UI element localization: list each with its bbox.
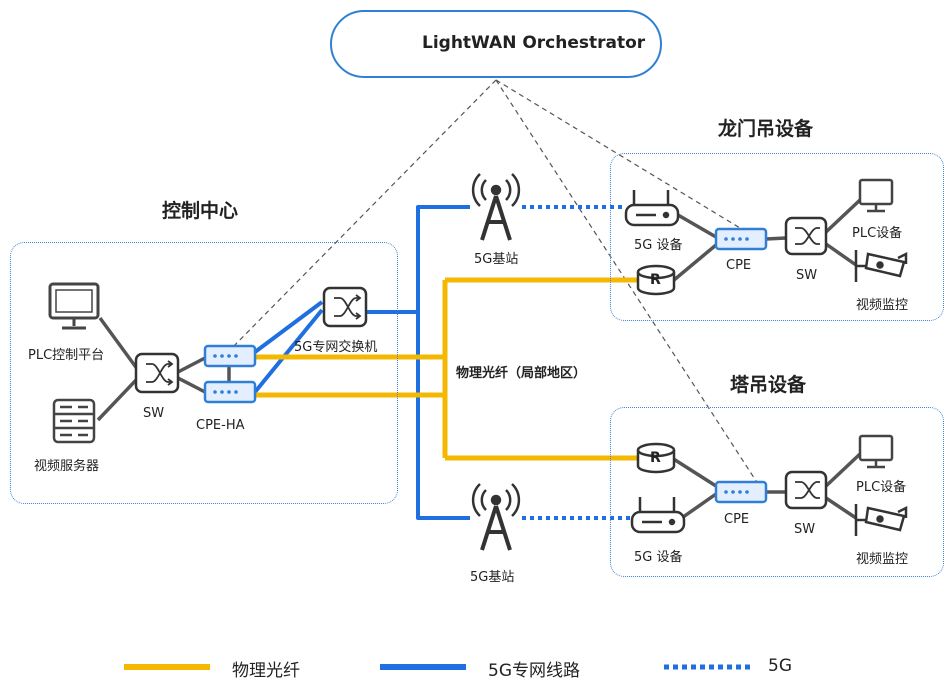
cpe-icon — [203, 344, 257, 368]
camera-icon — [854, 504, 908, 536]
legend-wireless-label: 5G — [768, 656, 792, 676]
orchestrator-box[interactable]: LightWAN Orchestrator — [330, 10, 662, 78]
monitor-icon — [48, 282, 100, 330]
fiber-lines — [255, 277, 638, 461]
gantry-router-label: R — [650, 272, 661, 288]
cpe-ha-label: CPE-HA — [196, 418, 245, 433]
wireless-5g-lines — [522, 205, 630, 520]
switch-icon — [322, 286, 368, 328]
gantry-crane-region — [610, 153, 944, 321]
base-station-bottom-label: 5G基站 — [470, 570, 515, 585]
router-icon — [636, 264, 676, 296]
tower-plc-label: PLC设备 — [856, 480, 907, 495]
control-center-title: 控制中心 — [162, 200, 239, 222]
base-station-top-label: 5G基站 — [474, 252, 519, 267]
tower-video-label: 视频监控 — [856, 552, 909, 567]
switch-icon — [134, 352, 180, 394]
tower-crane-title: 塔吊设备 — [730, 374, 807, 396]
monitor-icon — [858, 434, 894, 469]
router-icon — [636, 442, 676, 474]
base-station-icon — [471, 483, 521, 551]
gantry-5g-device-label: 5G 设备 — [634, 238, 683, 253]
gantry-video-label: 视频监控 — [856, 298, 909, 313]
camera-icon — [854, 250, 908, 282]
tower-crane-region — [610, 407, 944, 577]
server-icon — [52, 398, 96, 444]
cpe-icon — [203, 380, 257, 404]
5g-switch-label: 5G专网交换机 — [294, 340, 378, 355]
device-links — [96, 198, 862, 524]
5g-device-icon — [630, 497, 686, 534]
switch-icon — [784, 216, 828, 256]
fiber-local-label: 物理光纤（局部地区） — [456, 366, 587, 381]
gantry-sw-label: SW — [796, 268, 818, 283]
sw-label: SW — [143, 406, 165, 421]
gantry-cpe-label: CPE — [726, 258, 752, 273]
cpe-icon — [714, 227, 768, 251]
5g-device-icon — [624, 190, 680, 227]
legend-fiber-label: 物理光纤 — [232, 661, 300, 681]
cpe-icon — [714, 480, 768, 504]
video-server-label: 视频服务器 — [34, 459, 100, 474]
tower-5g-device-label: 5G 设备 — [634, 550, 683, 565]
control-center-region — [10, 242, 398, 504]
management-dashed-lines — [227, 79, 761, 488]
tower-router-label: R — [650, 450, 661, 466]
tower-sw-label: SW — [794, 522, 816, 537]
gantry-crane-title: 龙门吊设备 — [718, 118, 814, 140]
legend-private-line-label: 5G专网线路 — [488, 661, 580, 681]
private-5g-lines — [253, 205, 470, 520]
monitor-icon — [858, 178, 894, 213]
switch-icon — [784, 470, 828, 510]
plc-platform-label: PLC控制平台 — [28, 348, 105, 363]
base-station-icon — [471, 173, 521, 241]
orchestrator-title: LightWAN Orchestrator — [422, 33, 646, 53]
gantry-plc-label: PLC设备 — [852, 226, 903, 241]
tower-cpe-label: CPE — [724, 512, 750, 527]
